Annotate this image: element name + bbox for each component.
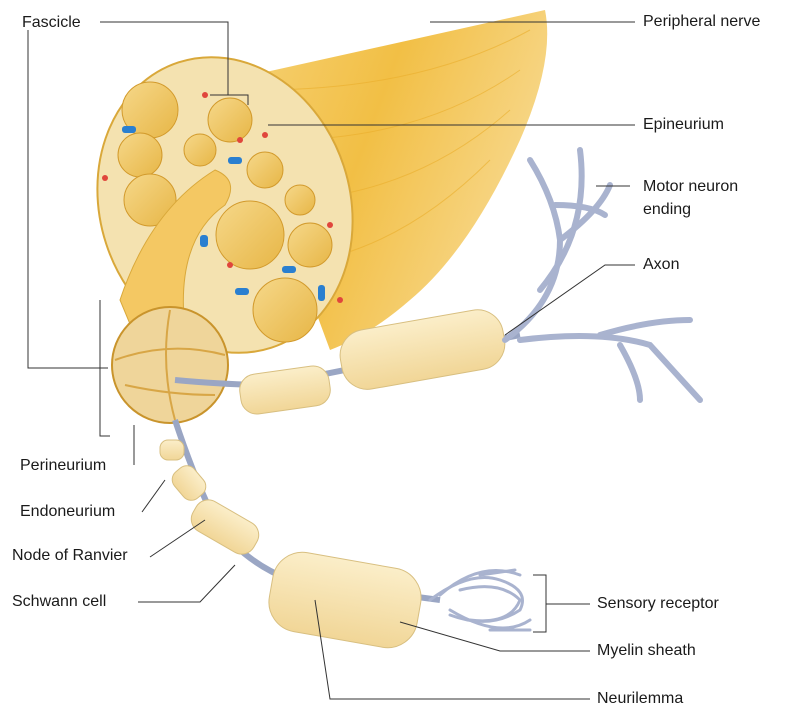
fascicle <box>118 133 162 177</box>
label-axon: Axon <box>643 256 679 274</box>
label-neurilemma: Neurilemma <box>597 690 683 708</box>
fascicle <box>184 134 216 166</box>
fascicle <box>285 185 315 215</box>
label-sensory-receptor: Sensory receptor <box>597 595 719 613</box>
label-motor-neuron-ending-line1: Motor neuron <box>643 178 738 196</box>
myelin-segment <box>160 440 184 460</box>
myelin-segment <box>186 495 264 559</box>
myelin-segment <box>264 548 426 653</box>
label-perineurium: Perineurium <box>20 457 106 475</box>
label-node-of-ranvier: Node of Ranvier <box>12 547 128 565</box>
label-endoneurium: Endoneurium <box>20 503 115 521</box>
label-myelin-sheath: Myelin sheath <box>597 642 696 660</box>
fascicle <box>216 201 284 269</box>
label-fascicle: Fascicle <box>22 14 81 32</box>
fascicle <box>208 98 252 142</box>
label-epineurium: Epineurium <box>643 116 724 134</box>
sensory-receptor <box>430 570 530 630</box>
label-schwann-cell: Schwann cell <box>12 593 106 611</box>
fascicle <box>288 223 332 267</box>
myelin-segment <box>238 364 333 416</box>
label-motor-neuron-ending-line2: ending <box>643 201 691 219</box>
fascicle <box>247 152 283 188</box>
fascicle <box>253 278 317 342</box>
label-peripheral-nerve: Peripheral nerve <box>643 13 760 31</box>
